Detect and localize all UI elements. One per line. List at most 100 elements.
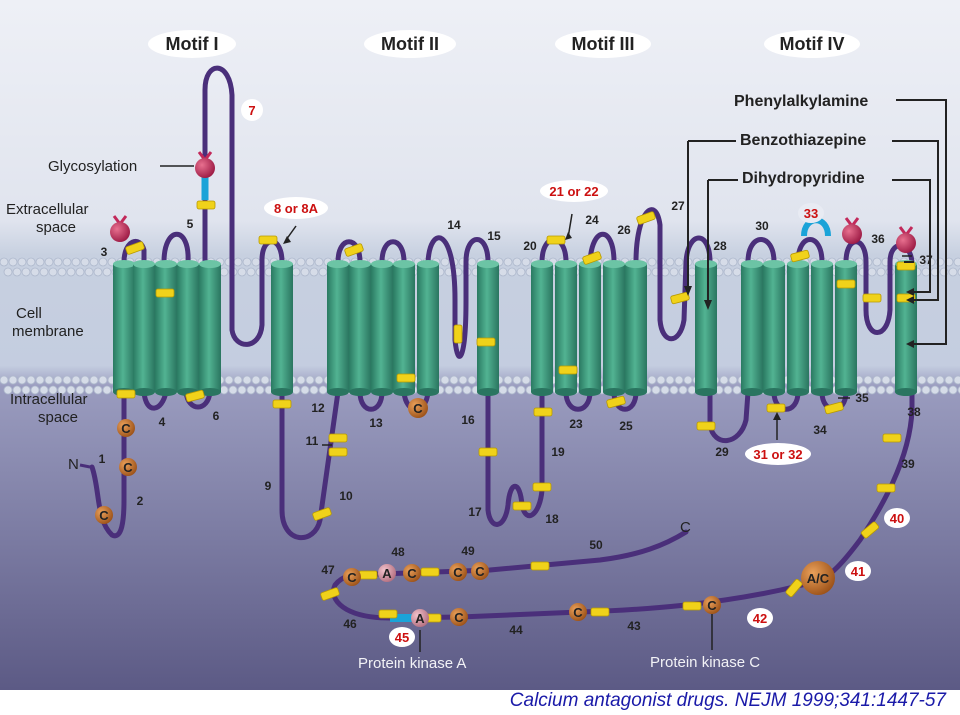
label-7: 7 [241,99,263,121]
svg-text:40: 40 [890,511,904,526]
svg-text:21 or 22: 21 or 22 [549,184,598,199]
glycosylation-sites [110,151,916,253]
bead-c: C [703,596,721,614]
site-13: 13 [369,416,383,430]
transmembrane-helices [113,260,917,396]
svg-text:C: C [413,401,423,416]
label-45: 45 [389,627,415,647]
site-35: 35 [855,391,869,405]
svg-text:A: A [415,611,425,626]
svg-text:Motif II: Motif II [381,34,439,54]
motif3-helix [579,260,601,396]
site-marker [478,447,498,457]
site-marker [420,567,440,577]
bead-c: C [569,603,587,621]
drug-arrowheads [684,286,914,348]
motif3-helix [625,260,647,396]
site-marker [453,324,463,344]
motif2-helix [349,260,371,396]
site-marker [512,501,532,511]
site-marker [876,483,896,493]
motif-2-header: Motif II [364,30,456,58]
motif4-loops [745,237,915,412]
site-28: 28 [713,239,727,253]
bead-c: C [119,458,137,476]
bead-ac: A/C [801,561,835,595]
motif2-helix [327,260,349,396]
site-markers [116,200,916,623]
glycosylation-tree [896,226,916,253]
motif4-helix [787,260,809,396]
svg-text:A/C: A/C [807,571,830,586]
dihydropyridine-label: Dihydropyridine [742,170,865,187]
svg-text:C: C [121,421,131,436]
site-44: 44 [509,623,523,637]
site-46: 46 [343,617,357,631]
label-33: 33 [798,203,824,223]
pointer-arrowheads [283,232,781,420]
site-marker [328,447,348,457]
membrane-label: Cell [16,305,42,322]
svg-text:33: 33 [804,206,818,221]
site-marker [766,403,786,413]
motif1-helix [133,260,155,396]
extracellular-label-2: space [36,219,76,236]
red-site-labels: 7 8 or 8A 21 or 22 31 or 32 33 40 41 42 … [241,99,910,647]
svg-text:45: 45 [395,630,409,645]
site-marker [272,399,292,409]
motif1-helix [155,260,177,396]
site-49: 49 [461,544,475,558]
motif1-helix [113,260,135,396]
site-3: 3 [101,245,108,259]
motif-headers: Motif I Motif II Motif III Motif IV [148,30,860,58]
label-40: 40 [884,508,910,528]
site-marker [896,261,916,271]
site-marker [312,507,332,521]
site-marker [476,337,496,347]
motif3-helix [531,260,553,396]
site-18: 18 [545,512,559,526]
site-36: 36 [871,232,885,246]
site-5: 5 [187,217,194,231]
bead-c: C [117,419,135,437]
extracellular-label: Extracellular [6,201,89,218]
site-1: 1 [99,452,106,466]
motif1-loops [121,65,285,411]
site-2: 2 [137,494,144,508]
site-marker [344,243,364,257]
n-terminal-label: N [68,456,79,473]
motif4-helix [895,260,917,396]
site-34: 34 [813,423,827,437]
motif1-helix [177,260,199,396]
site-number-labels: 1 2 3 4 5 6 9 10 11 12 13 14 15 16 17 18… [99,199,933,637]
drug-binding-labels: Phenylalkylamine Benzothiazepine Dihydro… [684,93,947,348]
site-29: 29 [715,445,729,459]
svg-text:C: C [123,460,133,475]
site-marker [670,291,690,305]
motif2-helix [477,260,499,396]
site-marker [155,288,175,298]
site-marker [836,279,856,289]
site-marker [824,401,844,415]
motif4-helix [763,260,785,396]
site-43: 43 [627,619,641,633]
site-marker [606,395,626,409]
site-marker [530,561,550,571]
svg-text:Motif I: Motif I [166,34,219,54]
membrane-label-2: membrane [12,323,84,340]
channel-diagram: C C C C C A C C C A C C C A/C Motif I Mo… [0,0,960,690]
drug-bracket-lines [687,99,947,345]
site-marker [696,421,716,431]
site-25: 25 [619,419,633,433]
site-marker [882,433,902,443]
site-marker [358,570,378,580]
site-50: 50 [589,538,603,552]
bead-c: C [343,568,361,586]
bead-a: A [411,609,429,627]
motif2-helix [417,260,439,396]
protein-kinase-a-label: Protein kinase A [358,655,466,672]
terminals: N C [68,456,691,536]
svg-text:C: C [707,598,717,613]
site-marker [860,521,880,539]
site-37: 37 [919,253,933,267]
